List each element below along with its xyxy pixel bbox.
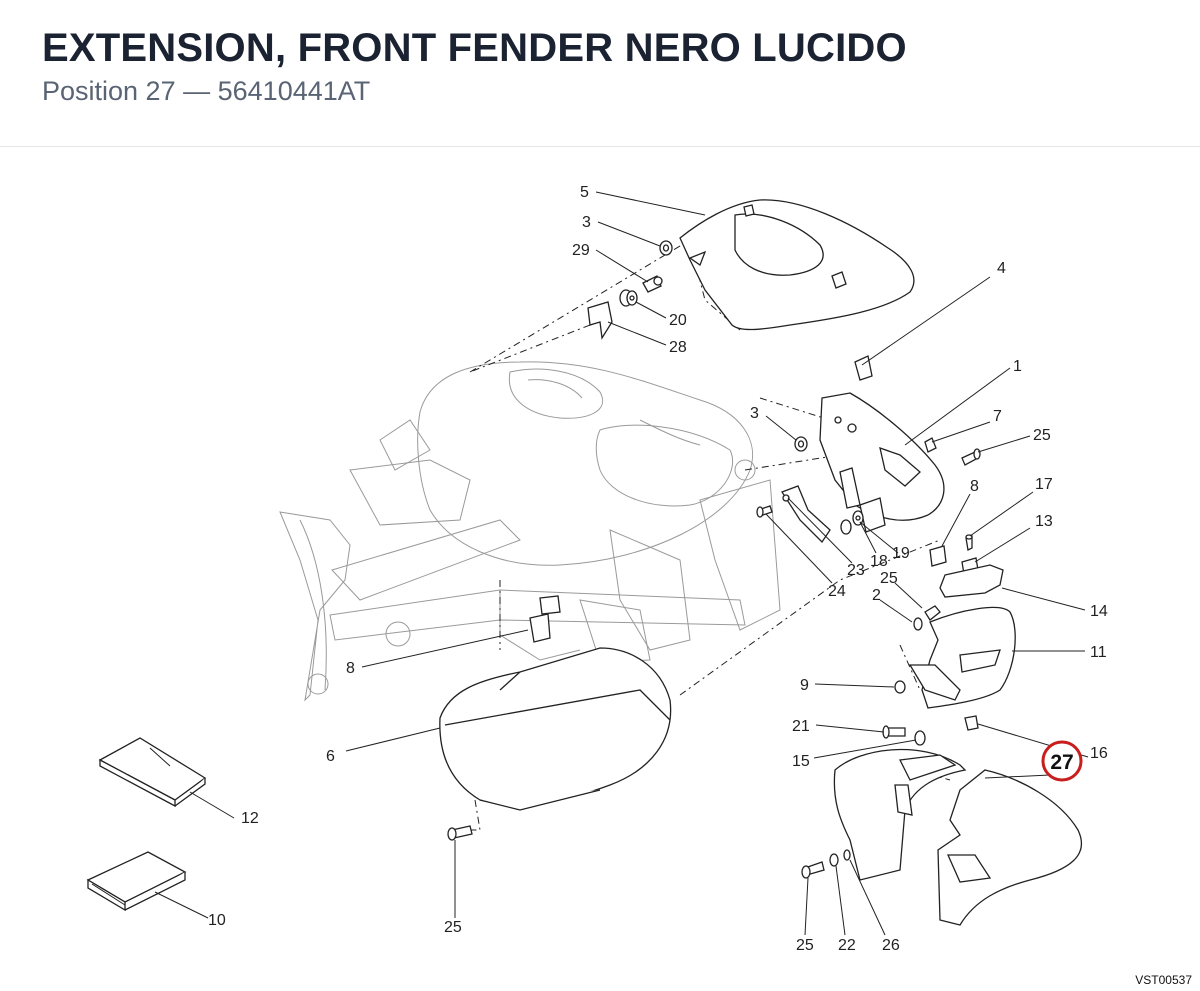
screw-17 [965,534,973,551]
subtitle-separator: — [183,76,211,106]
callout-13: 13 [1035,513,1053,530]
callout-21: 21 [792,718,810,735]
callout-25-lower-right: 25 [796,937,814,954]
callout-9: 9 [800,677,809,694]
part-11-lower-fairing [908,606,1016,709]
callout-11: 11 [1090,644,1107,661]
callout-26: 26 [882,937,900,954]
callout-14: 14 [1090,603,1108,620]
callout-28: 28 [669,339,687,356]
callout-4: 4 [997,260,1006,277]
callout-24: 24 [828,583,846,600]
part-5-upper-fairing [679,199,915,331]
callout-23: 23 [847,562,865,579]
nut-16 [964,715,979,731]
clip-7 [924,437,937,453]
washers-18-19 [840,510,864,535]
hardware-3-mid [794,436,808,452]
callout-2: 2 [872,587,881,604]
hardware-3-top [659,240,673,256]
callout-7: 7 [993,408,1002,425]
callout-19: 19 [892,545,910,562]
hardware-29 [642,275,663,293]
callout-3-top: 3 [582,214,591,231]
callout-3-mid: 3 [750,405,759,422]
screw-25-upper [961,448,981,466]
callout-16: 16 [1090,745,1108,762]
callout-6: 6 [326,748,335,765]
frame-outline [279,361,781,702]
callout-20: 20 [669,312,687,329]
booklet-12 [98,737,207,808]
screw-24 [756,505,773,518]
drawing-code: VST00537 [1135,973,1192,987]
callout-15: 15 [792,753,810,770]
part-14-bracket [939,564,1004,598]
subtitle: Position 27 — 56410441AT [42,76,370,107]
part-6-side-cover [439,647,672,811]
callout-8-right: 8 [970,478,979,495]
callout-1: 1 [1013,358,1022,375]
callout-25-lower-left: 25 [444,919,462,936]
part-number: 56410441AT [217,76,371,106]
clip-4 [854,355,873,381]
bracket-28 [587,301,613,340]
screw-21 [882,725,906,739]
callout-5: 5 [580,184,589,201]
manual-10 [86,851,187,912]
callout-18: 18 [870,553,888,570]
screw-25-lower-left [447,825,473,841]
clip-8-right [929,545,947,567]
callout-22: 22 [838,937,856,954]
washer-15 [914,730,926,746]
highlighted-callout-27[interactable]: 27 [1041,740,1083,782]
extension-27-part [937,769,1083,926]
front-fender [833,748,967,881]
page-title: EXTENSION, FRONT FENDER NERO LUCIDO [42,26,907,70]
highlight-ring [1041,740,1083,782]
callout-25-mid: 25 [880,570,898,587]
bracket-8-left [529,595,561,643]
callout-8-left: 8 [346,660,355,677]
callout-12: 12 [241,810,259,827]
callout-25-upper: 25 [1033,427,1051,444]
screw-25-mid [913,605,941,631]
position-label: Position 27 [42,76,176,106]
callout-10: 10 [208,912,226,929]
hardware-22-25-26 [801,849,851,879]
washer-9 [894,680,906,694]
callout-labels: 5 3 29 4 20 28 1 3 7 25 8 17 13 18 19 23… [208,184,1108,954]
hardware-20 [619,289,638,307]
callout-29: 29 [572,242,590,259]
callout-17: 17 [1035,476,1053,493]
leader-lines [154,191,1089,936]
part-1-front-fairing [819,392,945,533]
callout-27: 27 [1050,751,1073,774]
header: EXTENSION, FRONT FENDER NERO LUCIDO Posi… [0,0,1200,147]
